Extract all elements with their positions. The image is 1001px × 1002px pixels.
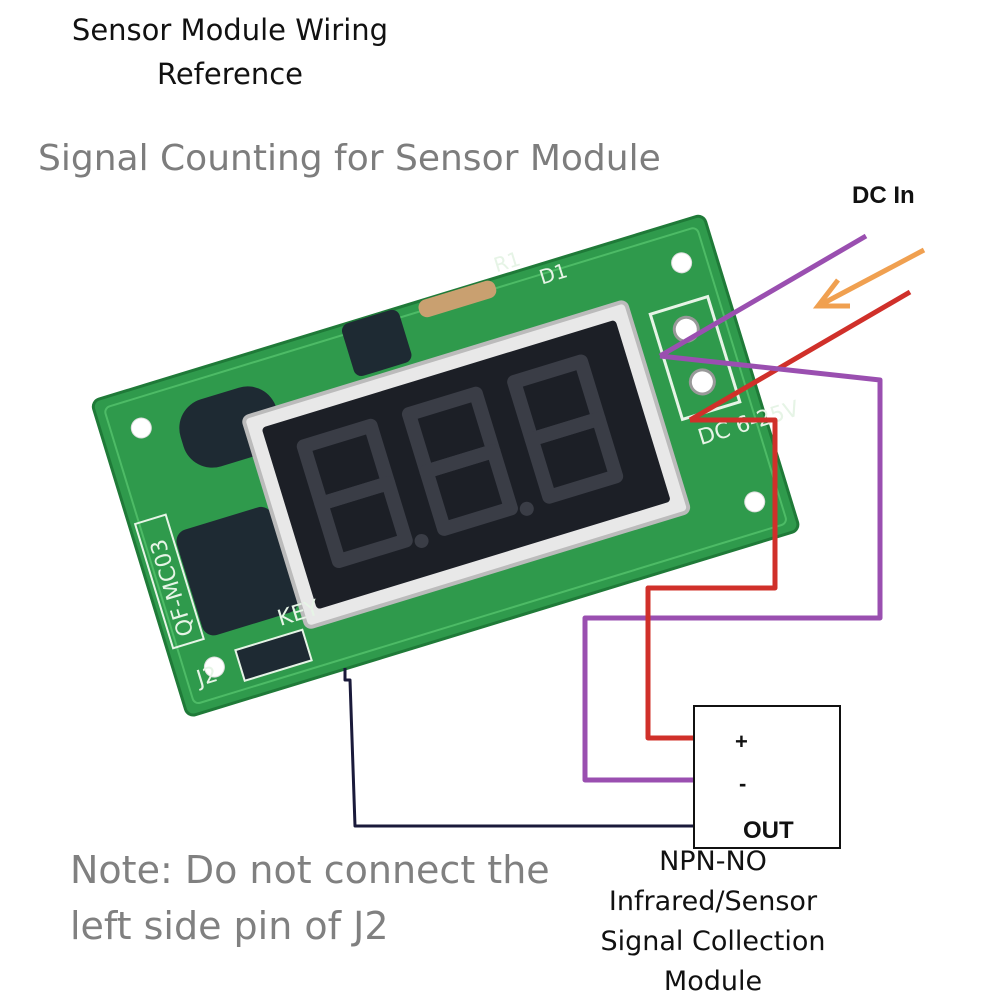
wiring-note: Note: Do not connect the left side pin o… xyxy=(70,848,550,948)
power-arrow xyxy=(812,247,926,309)
wire-plus-to-module xyxy=(645,417,778,741)
wire-signal-out xyxy=(343,668,725,828)
wire-minus-to-module xyxy=(582,353,883,783)
diagram-title: Sensor Module Wiring Reference xyxy=(71,13,389,91)
dc-pad-plus xyxy=(688,368,716,396)
sensor-module-caption: NPN-NO Infrared/Sensor Signal Collection… xyxy=(600,846,826,997)
wire-dc-plus-in xyxy=(688,289,912,423)
module-pin-minus: - xyxy=(739,771,747,796)
sensor-module-box: + - OUT xyxy=(693,705,841,849)
resistor xyxy=(418,280,497,318)
capacitor-left xyxy=(176,506,299,636)
module-pin-out: OUT xyxy=(743,817,794,844)
j2-connector xyxy=(234,628,313,683)
transistor xyxy=(341,309,412,377)
diagram-subtitle: Signal Counting for Sensor Module xyxy=(38,138,661,179)
module-pin-plus: + xyxy=(735,729,748,754)
dc-in-label: DC In xyxy=(852,182,915,209)
wire-dc-minus-in xyxy=(658,233,868,359)
pcb-board: DC 6-25V R1 D1 J2 KEY QF-MC03 xyxy=(91,214,802,717)
